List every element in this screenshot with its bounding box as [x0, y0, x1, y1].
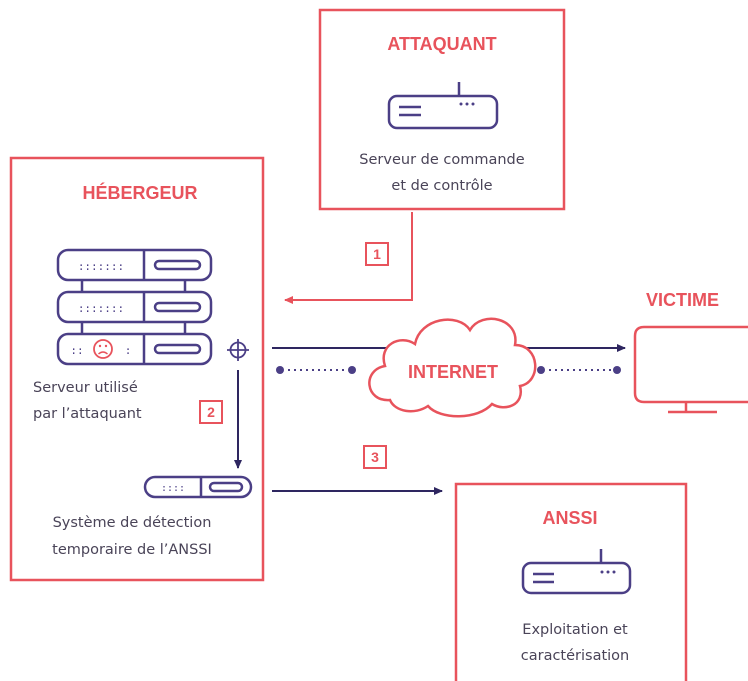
anssi-label-line2: caractérisation [521, 648, 630, 664]
detection-label-line1: Système de détection [53, 515, 212, 531]
svg-text:2: 2 [207, 404, 215, 420]
detection-probe-icon: :::: [143, 475, 253, 499]
attaquant-label-line1: Serveur de commande [359, 152, 524, 168]
server-box-icon [387, 82, 499, 130]
svg-text:3: 3 [371, 449, 379, 465]
server-rack-icon: ::::::: ::::::: :: : [56, 248, 213, 366]
step3-badge: 3 [363, 445, 387, 469]
monitor-icon [633, 325, 748, 414]
victime-title: VICTIME [646, 290, 719, 310]
step2-badge: 2 [199, 400, 223, 424]
attaquant-box: ATTAQUANT Serveur de commande et de cont… [318, 8, 566, 211]
victime-section: VICTIME [633, 290, 748, 414]
dotted-link-left [276, 366, 356, 374]
attaquant-title: ATTAQUANT [387, 34, 496, 54]
svg-text:::::: :::: [161, 483, 185, 494]
svg-text::::::::: ::::::: [78, 302, 124, 315]
hebergeur-box: HÉBERGEUR ::::::: ::::::: :: : [9, 156, 265, 582]
anssi-label-line1: Exploitation et [522, 622, 628, 638]
anssi-title: ANSSI [542, 508, 597, 528]
cloud-icon: INTERNET [368, 317, 537, 418]
server-label-line2: par l’attaquant [33, 406, 142, 422]
attacker-command-arrow [284, 212, 413, 304]
server-label-line1: Serveur utilisé [33, 380, 138, 396]
hebergeur-title: HÉBERGEUR [82, 182, 197, 203]
anssi-box: ANSSI Exploitation et caractérisation [454, 482, 688, 681]
svg-text:::: :: [70, 344, 83, 357]
dotted-link-right [537, 366, 621, 374]
crosshair-icon [227, 339, 249, 361]
svg-text:1: 1 [373, 246, 381, 262]
attaquant-label-line2: et de contrôle [391, 178, 492, 194]
sad-face-icon [93, 339, 113, 359]
svg-text::::::::: ::::::: [78, 260, 124, 273]
step1-badge: 1 [365, 242, 389, 266]
internet-label: INTERNET [408, 362, 498, 382]
server-box-icon [521, 549, 632, 595]
detection-label-line2: temporaire de l’ANSSI [52, 542, 212, 558]
svg-text::: : [125, 344, 132, 357]
